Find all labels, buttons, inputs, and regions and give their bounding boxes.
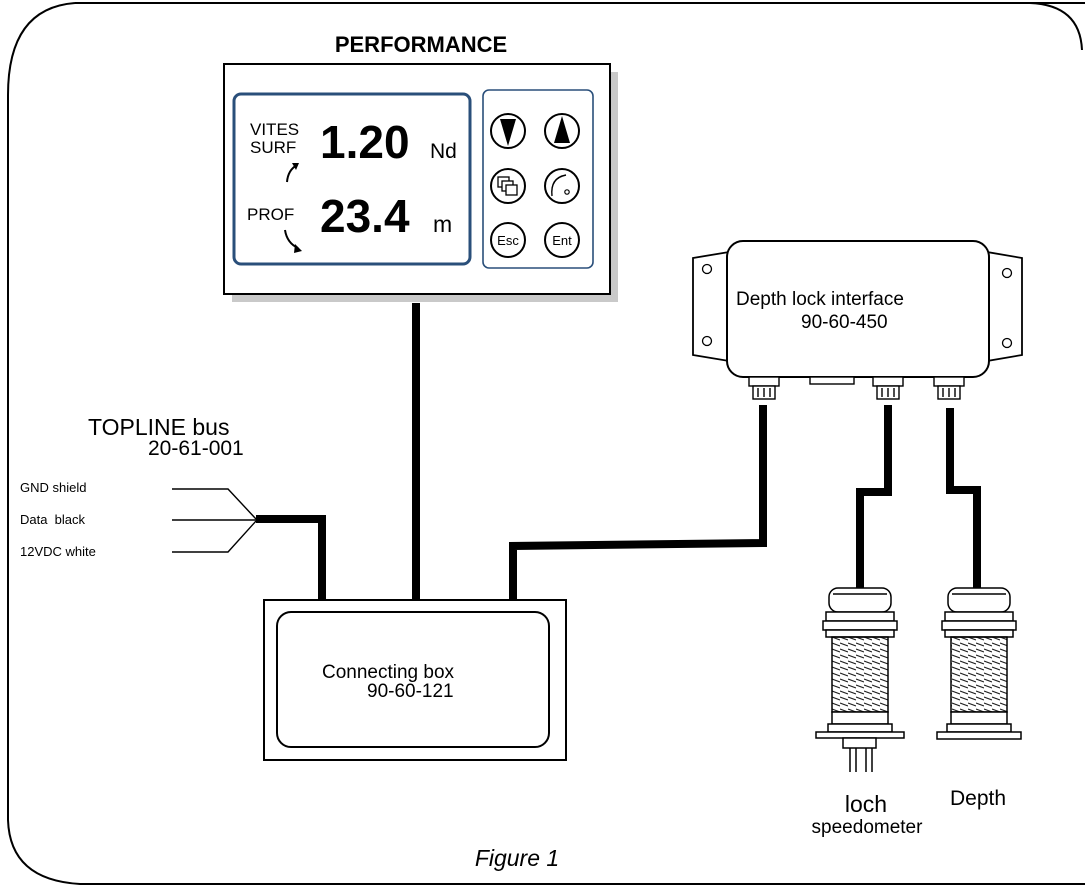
line2-label: PROF (247, 205, 294, 224)
ent-button[interactable]: Ent (544, 222, 580, 258)
interface-connector-3 (933, 376, 965, 400)
line1-label-a: VITES (250, 120, 299, 139)
loch-label: loch (845, 791, 887, 817)
loch-sublabel: speedometer (812, 817, 924, 838)
depth-cable (946, 408, 981, 590)
depth-label: Depth (950, 787, 1006, 810)
wire-12v-label: 12VDC white (20, 544, 96, 559)
interface-port-center (809, 376, 855, 385)
interface-label: Depth lock interface (736, 289, 904, 310)
line2-unit: m (433, 211, 452, 237)
bus-title: TOPLINE bus (88, 414, 229, 440)
down-arrow-icon-head (294, 244, 302, 253)
bus-code: 20-61-001 (148, 437, 244, 460)
wire-gnd (172, 488, 257, 520)
pages-button[interactable] (490, 168, 526, 204)
dial-icon (551, 174, 567, 197)
esc-label: Esc (497, 233, 519, 248)
up-arrow-icon-head (292, 163, 299, 170)
triangle-up-icon (554, 116, 570, 143)
wire-gnd-label: GND shield (20, 480, 86, 495)
bus-cable (256, 515, 326, 600)
pages-icon (497, 176, 518, 196)
figure-caption: Figure 1 (475, 845, 559, 871)
outer-frame-top-right (1029, 2, 1083, 51)
wire-data-label: Data black (20, 512, 86, 527)
line1-value: 1.20 (320, 116, 410, 168)
wire-12v (172, 520, 257, 553)
connecting-box-label: Connecting box (322, 662, 455, 683)
depth-lock-interface (726, 240, 990, 378)
light-button[interactable] (544, 168, 580, 204)
depth-sensor (936, 587, 1022, 740)
esc-button[interactable]: Esc (490, 222, 526, 258)
interface-connector-1 (748, 376, 780, 400)
outer-frame (7, 2, 1085, 885)
line1-unit: Nd (430, 140, 457, 163)
down-button[interactable] (490, 113, 526, 149)
up-button[interactable] (544, 113, 580, 149)
ent-label: Ent (552, 233, 572, 248)
connecting-box-code: 90-60-121 (367, 681, 454, 702)
line2-value: 23.4 (320, 190, 410, 242)
interface-connector-2 (872, 376, 904, 400)
connecting-box-inner (276, 611, 550, 748)
interface-code: 90-60-450 (801, 312, 888, 333)
loch-sensor (815, 587, 905, 772)
loch-cable (856, 405, 892, 590)
triangle-down-icon (500, 119, 516, 146)
line1-label-b: SURF (250, 138, 296, 157)
interface-cable (509, 405, 767, 600)
display-title: PERFORMANCE (335, 32, 507, 57)
display-screen (232, 92, 472, 266)
